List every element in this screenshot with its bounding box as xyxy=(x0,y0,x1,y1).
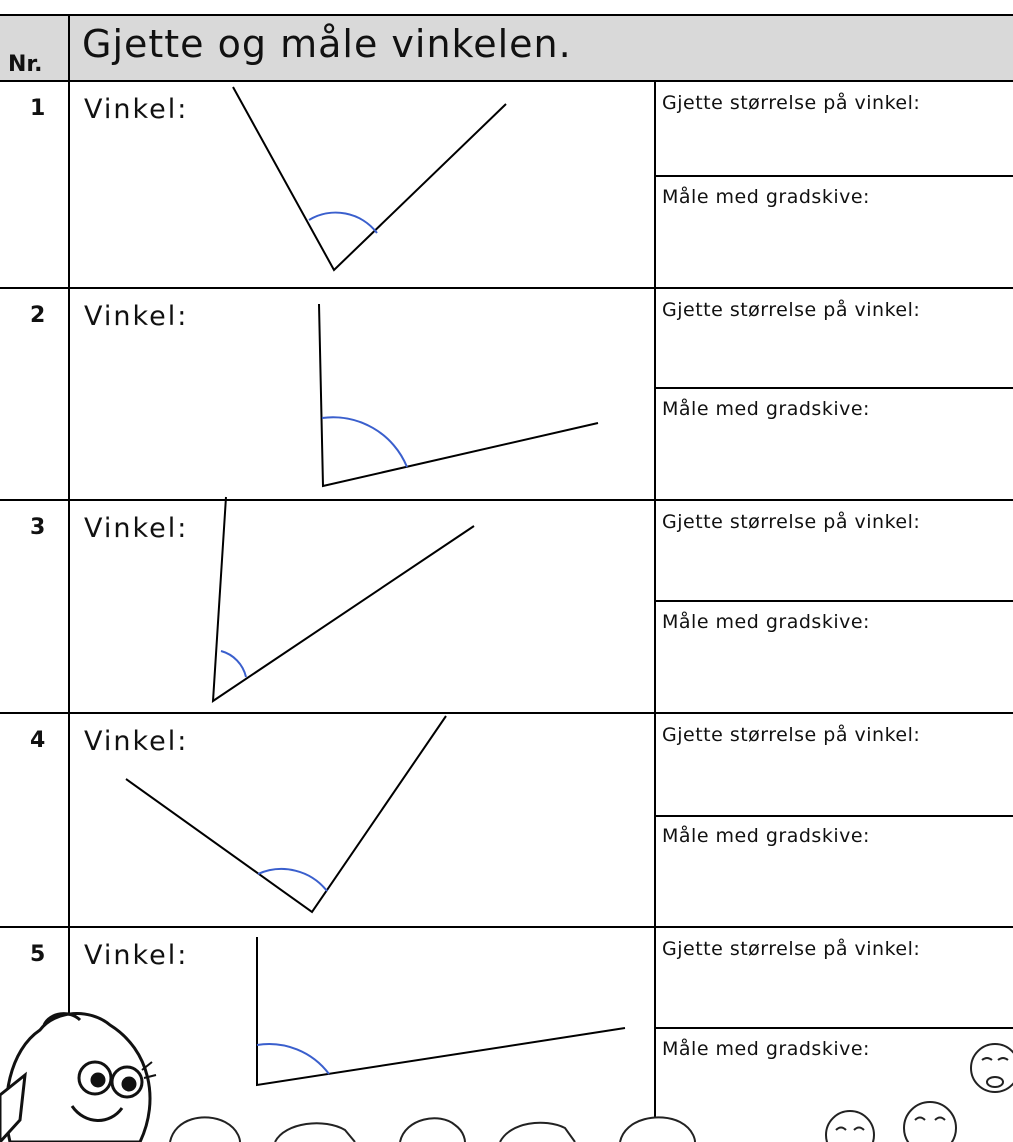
answer-divider xyxy=(655,387,1013,389)
angle-2-rays xyxy=(318,303,599,488)
answer-divider xyxy=(655,175,1013,177)
angle-label: Vinkel: xyxy=(84,94,189,125)
angle-4-arc xyxy=(257,868,328,892)
number-column-header: Nr. xyxy=(8,52,43,77)
table-header: Nr. Gjette og måle vinkelen. xyxy=(0,14,1013,82)
angle-5-rays xyxy=(256,937,626,1087)
angle-3-arc xyxy=(220,650,247,678)
smiley-face-icon xyxy=(825,1043,1013,1142)
angle-label: Vinkel: xyxy=(84,726,189,757)
answer-divider xyxy=(655,600,1013,602)
measure-label: Måle med gradskive: xyxy=(662,1038,870,1060)
fish-mascot-icon xyxy=(0,1012,157,1142)
row-number: 1 xyxy=(30,96,46,121)
row-number: 2 xyxy=(30,303,46,328)
angle-label: Vinkel: xyxy=(84,301,189,332)
row-number: 5 xyxy=(30,942,46,967)
row-number: 4 xyxy=(30,728,46,753)
guess-label: Gjette størrelse på vinkel: xyxy=(662,511,921,533)
measure-label: Måle med gradskive: xyxy=(662,398,870,420)
column-divider-number xyxy=(68,14,70,1142)
row-number: 3 xyxy=(30,515,46,540)
guess-label: Gjette størrelse på vinkel: xyxy=(662,724,921,746)
guess-label: Gjette størrelse på vinkel: xyxy=(662,92,921,114)
answer-divider xyxy=(655,1027,1013,1029)
angle-label: Vinkel: xyxy=(84,940,189,971)
angle-2-arc xyxy=(321,416,408,468)
angle-4-rays xyxy=(125,715,447,914)
page-title: Gjette og måle vinkelen. xyxy=(82,22,572,66)
guess-label: Gjette størrelse på vinkel: xyxy=(662,938,921,960)
table-row: 2 Vinkel: Gjette størrelse på vinkel: Må… xyxy=(0,289,1013,499)
measure-label: Måle med gradskive: xyxy=(662,186,870,208)
column-divider-answer xyxy=(654,82,656,1142)
angle-1-rays xyxy=(232,86,507,272)
row-divider xyxy=(0,287,1013,289)
row-divider xyxy=(0,712,1013,714)
row-divider xyxy=(0,926,1013,928)
table-row: 1 Vinkel: Gjette størrelse på vinkel: Må… xyxy=(0,82,1013,287)
measure-label: Måle med gradskive: xyxy=(662,825,870,847)
table-row: 4 Vinkel: Gjette størrelse på vinkel: Må… xyxy=(0,714,1013,926)
doodle-heads xyxy=(169,1116,696,1142)
angle-label: Vinkel: xyxy=(84,513,189,544)
angle-5-arc xyxy=(256,1043,330,1075)
angle-3-rays xyxy=(211,496,475,703)
table-row: 3 Vinkel: Gjette størrelse på vinkel: Må… xyxy=(0,501,1013,712)
guess-label: Gjette størrelse på vinkel: xyxy=(662,299,921,321)
row-divider xyxy=(0,499,1013,501)
measure-label: Måle med gradskive: xyxy=(662,611,870,633)
answer-divider xyxy=(655,815,1013,817)
angle-1-arc xyxy=(308,211,378,234)
table-row: 5 Vinkel: Gjette størrelse på vinkel: Må… xyxy=(0,928,1013,1142)
